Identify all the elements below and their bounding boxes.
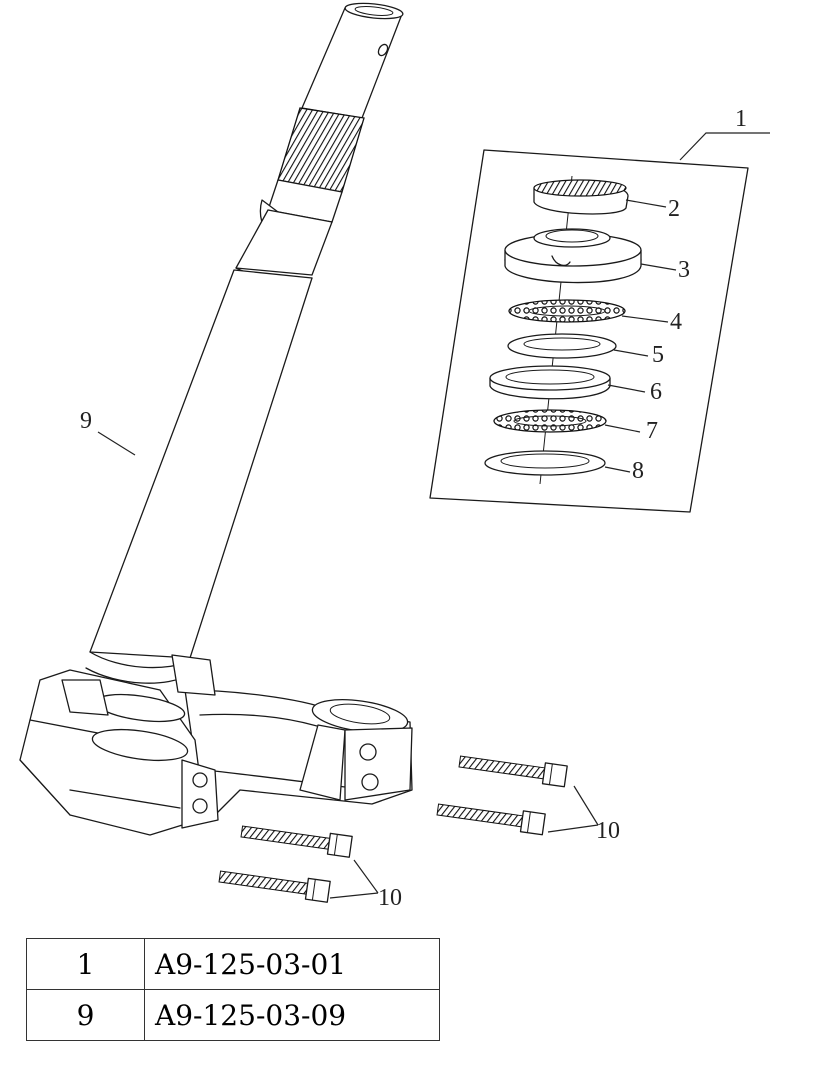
part-dust-seal bbox=[484, 450, 606, 476]
item-number: 1 bbox=[26, 938, 145, 990]
part-race-cup bbox=[504, 228, 642, 284]
part-number: A9-125-03-09 bbox=[144, 989, 440, 1041]
callout-2: 2 bbox=[668, 196, 680, 222]
bolt-top-right-1 bbox=[458, 755, 568, 788]
leader-lines bbox=[97, 132, 770, 899]
callout-10-upper: 10 bbox=[596, 818, 620, 844]
part-race-upper bbox=[507, 333, 617, 359]
callout-3: 3 bbox=[678, 257, 690, 283]
part-number: A9-125-03-01 bbox=[144, 938, 440, 990]
lower-bracket bbox=[19, 654, 413, 836]
callout-7: 7 bbox=[646, 418, 658, 444]
callout-10-lower: 10 bbox=[378, 885, 402, 911]
exploded-view-diagram: 1 2 3 4 5 6 7 8 9 10 10 bbox=[19, 2, 770, 911]
part-ball-bearing-lower bbox=[493, 409, 607, 433]
callout-4: 4 bbox=[670, 309, 682, 335]
table-row: 1 A9-125-03-01 bbox=[26, 938, 440, 990]
steering-stem bbox=[85, 2, 404, 684]
bolt-top-right-2 bbox=[436, 803, 546, 836]
callout-1: 1 bbox=[735, 106, 747, 132]
bearing-kit-frame bbox=[429, 149, 749, 513]
bolt-bottom-left-2 bbox=[218, 870, 331, 903]
part-lock-nut bbox=[533, 179, 629, 215]
callout-6: 6 bbox=[650, 379, 662, 405]
table-row: 9 A9-125-03-09 bbox=[26, 989, 440, 1041]
part-ball-bearing-upper bbox=[508, 299, 626, 323]
part-race-lower-cup bbox=[489, 365, 611, 400]
callout-5: 5 bbox=[652, 342, 664, 368]
callout-9: 9 bbox=[80, 408, 92, 434]
callout-8: 8 bbox=[632, 458, 644, 484]
bolt-bottom-left-1 bbox=[240, 825, 353, 858]
item-number: 9 bbox=[26, 989, 145, 1041]
parts-table: 1 A9-125-03-01 9 A9-125-03-09 bbox=[26, 938, 440, 1041]
